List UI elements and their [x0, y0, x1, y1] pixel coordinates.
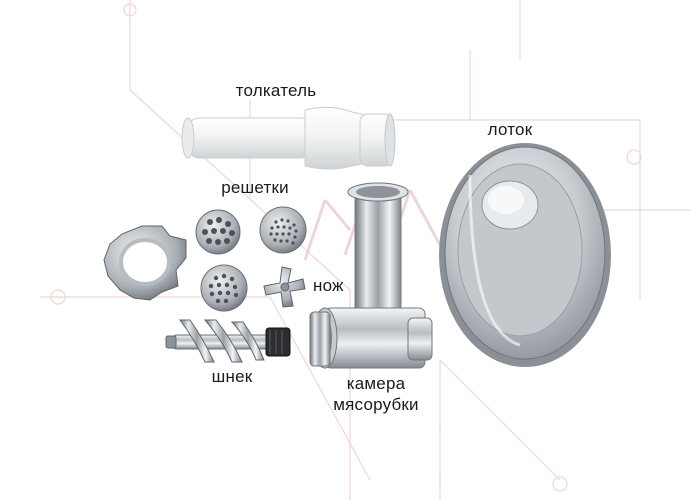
grate-fine: [259, 206, 307, 254]
grate-medium: [200, 264, 248, 312]
auger: [165, 319, 291, 363]
grinding-chamber: [309, 182, 433, 369]
tray: [439, 143, 611, 367]
label-chamber-line1: камера: [346, 374, 406, 393]
label-chamber-line2: мясорубки: [333, 395, 419, 414]
pusher: [181, 106, 396, 170]
label-knife: нож: [313, 276, 344, 295]
label-pusher: толкатель: [235, 81, 317, 100]
label-auger: шнек: [211, 367, 253, 386]
grate-coarse: [195, 209, 241, 255]
knife: [263, 266, 306, 308]
ring-nut: [103, 225, 187, 301]
label-tray: лоток: [487, 120, 533, 139]
label-grates: решетки: [221, 178, 289, 197]
